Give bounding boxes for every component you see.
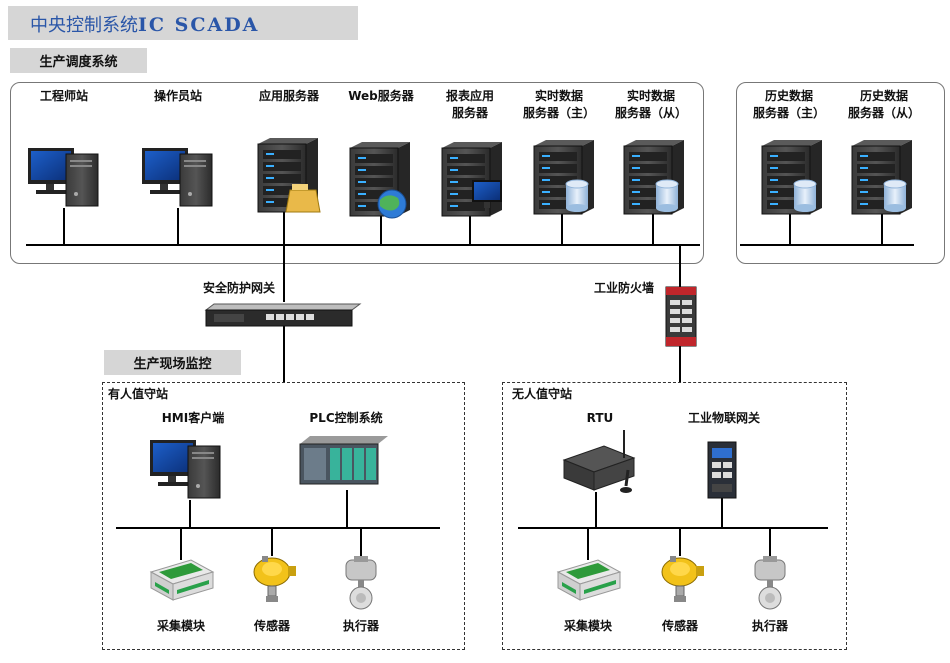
node-engineer-station: 工程师站: [39, 89, 88, 103]
unmanned-actuator-icon: [754, 555, 786, 610]
manned-collection-module-label: 采集模块: [156, 619, 205, 633]
manned-station-box: [102, 382, 465, 650]
node-web-server: Web服务器: [348, 89, 414, 103]
title-cn: 中央控制系统: [30, 15, 138, 36]
unmanned-drops: [587, 492, 771, 560]
manned-sensor-label: 传感器: [253, 619, 290, 633]
web-server-icon: [349, 141, 411, 219]
node-application-server: 应用服务器: [258, 89, 319, 103]
section-dispatch-tab: 生产调度系统: [10, 48, 147, 73]
plc-system-label: PLC控制系统: [309, 411, 383, 425]
node-operator-station: 操作员站: [153, 89, 202, 103]
section-field-tab: 生产现场监控: [104, 350, 241, 375]
section-field-label: 生产现场监控: [133, 357, 212, 372]
unmanned-station-box: [502, 382, 847, 650]
iot-gateway-label: 工业物联网关: [687, 411, 760, 425]
manned-actuator-label: 执行器: [342, 619, 379, 633]
unmanned-collection-module-icon: [557, 559, 621, 601]
unmanned-station-title: 无人值守站: [512, 387, 573, 401]
rtu-label: RTU: [586, 411, 614, 425]
dispatch-network-box: [10, 82, 704, 264]
rtu-icon: [562, 430, 636, 493]
manned-sensor-icon: [253, 555, 297, 603]
plc-system-icon: [299, 436, 388, 485]
unmanned-sensor-icon: [661, 555, 705, 603]
realtime-server-backup-icon: [623, 139, 685, 215]
unmanned-sensor-label: 传感器: [661, 619, 698, 633]
node-realtime-server-backup: 实时数据服务器（从）: [614, 89, 687, 120]
security-gateway-icon: [204, 303, 362, 327]
node-history-server-backup: 历史数据服务器（从）: [847, 89, 920, 120]
operator-station-icon: [141, 147, 213, 207]
manned-collection-module-icon: [150, 559, 214, 601]
application-server-icon: [257, 137, 321, 213]
industrial-firewall-label: 工业防火墙: [593, 281, 654, 295]
unmanned-actuator-label: 执行器: [751, 619, 788, 633]
manned-station-title: 有人值守站: [108, 387, 169, 401]
report-server-icon: [441, 141, 503, 217]
page-title: 中央控制系统IC SCADA: [30, 11, 259, 37]
unmanned-collection-module-label: 采集模块: [563, 619, 612, 633]
history-server-backup-icon: [851, 139, 913, 215]
security-gateway-label: 安全防护网关: [202, 281, 275, 295]
engineer-station-icon: [27, 147, 99, 207]
node-realtime-server-main: 实时数据服务器（主）: [522, 89, 595, 120]
dispatch-drops: [63, 208, 883, 245]
hmi-client-label: HMI客户端: [161, 411, 225, 425]
title-bar: [8, 6, 358, 40]
realtime-server-main-icon: [533, 139, 595, 215]
section-dispatch-label: 生产调度系统: [39, 55, 118, 70]
manned-drops: [180, 490, 362, 560]
node-history-server-main: 历史数据服务器（主）: [752, 89, 825, 120]
title-latin: IC SCADA: [138, 14, 260, 36]
history-server-main-icon: [761, 139, 823, 215]
history-network-box: [736, 82, 945, 264]
node-report-server: 报表应用服务器: [445, 89, 494, 120]
industrial-firewall-icon: [665, 286, 697, 347]
hmi-client-icon: [149, 439, 221, 499]
manned-actuator-icon: [345, 555, 377, 610]
iot-gateway-icon: [707, 441, 737, 499]
